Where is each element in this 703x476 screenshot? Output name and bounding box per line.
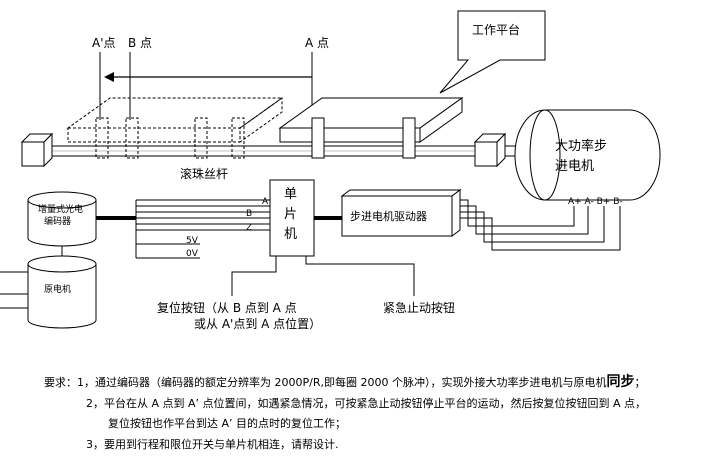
system-diagram: 工作平台 A'点 B 点 A 点: [0, 10, 661, 331]
driver-label: 步进电机驱动器: [350, 209, 427, 223]
mcu: 单 片 机: [269, 179, 315, 257]
driver-motor-wires: [460, 199, 621, 251]
platform-dashed: [66, 97, 284, 159]
requirement-1: 要求：1，通过编码器（编码器的额定分辨率为 2000P/R,即每圈 2000 个…: [44, 374, 646, 390]
motor-label-2: 进电机: [555, 159, 594, 174]
requirement-3: 3，要用到行程和限位开关与单片机相连，请帮设计.: [86, 438, 339, 451]
button-wires: [231, 256, 415, 296]
original-motor: 原电机: [0, 255, 97, 329]
encoder-wires: A B Z 5V 0V: [96, 197, 270, 259]
point-a-prime-label: A'点: [92, 36, 116, 50]
direction-arrow: [104, 72, 312, 82]
stepper-motor: 大功率步 进电机 A+ A- B+ B-: [514, 109, 661, 207]
reset-label-1: 复位按钮（从 B 点到 A 点: [157, 300, 297, 315]
point-b-label: B 点: [128, 36, 152, 50]
encoder-label-1: 增量式光电: [38, 203, 83, 215]
motor-label-1: 大功率步: [555, 138, 607, 154]
point-a-label: A 点: [305, 36, 329, 50]
estop-label: 紧急止动按钮: [383, 300, 455, 315]
orig-motor-label: 原电机: [44, 283, 71, 295]
encoder: 增量式光电 编码器: [27, 191, 97, 260]
encoder-label-2: 编码器: [44, 215, 71, 227]
sig-z: Z: [246, 223, 252, 233]
v0-label: 0V: [186, 249, 199, 259]
platform-solid: [278, 97, 464, 159]
mcu-label-3: 机: [284, 227, 297, 242]
mcu-label-2: 片: [284, 207, 297, 222]
stepper-driver: 步进电机驱动器: [340, 189, 462, 237]
left-bearing-block: [20, 132, 54, 168]
mcu-label-1: 单: [284, 187, 297, 202]
sig-b: B: [246, 209, 252, 219]
requirement-2-line-1: 2，平台在从 A 点到 A’ 点位置间，如遇紧急情况，可按紧急止动按钮停止平台的…: [86, 397, 647, 410]
v5-label: 5V: [186, 236, 199, 246]
requirement-2-line-2: 复位按钮也作平台到达 A’ 目的点时的复位工作；: [108, 417, 347, 430]
reset-label-2: 或从 A'点到 A 点位置）: [194, 316, 321, 331]
motor-terminals: A+ A- B+ B-: [568, 197, 623, 207]
platform-callout: 工作平台: [439, 10, 546, 94]
ball-screw: [50, 145, 530, 157]
sync-emphasis: 同步: [606, 374, 635, 390]
platform-label: 工作平台: [472, 22, 520, 37]
sig-a: A: [262, 197, 269, 207]
ball-screw-label: 滚珠丝杆: [180, 166, 228, 181]
right-bearing-block: [473, 132, 507, 168]
